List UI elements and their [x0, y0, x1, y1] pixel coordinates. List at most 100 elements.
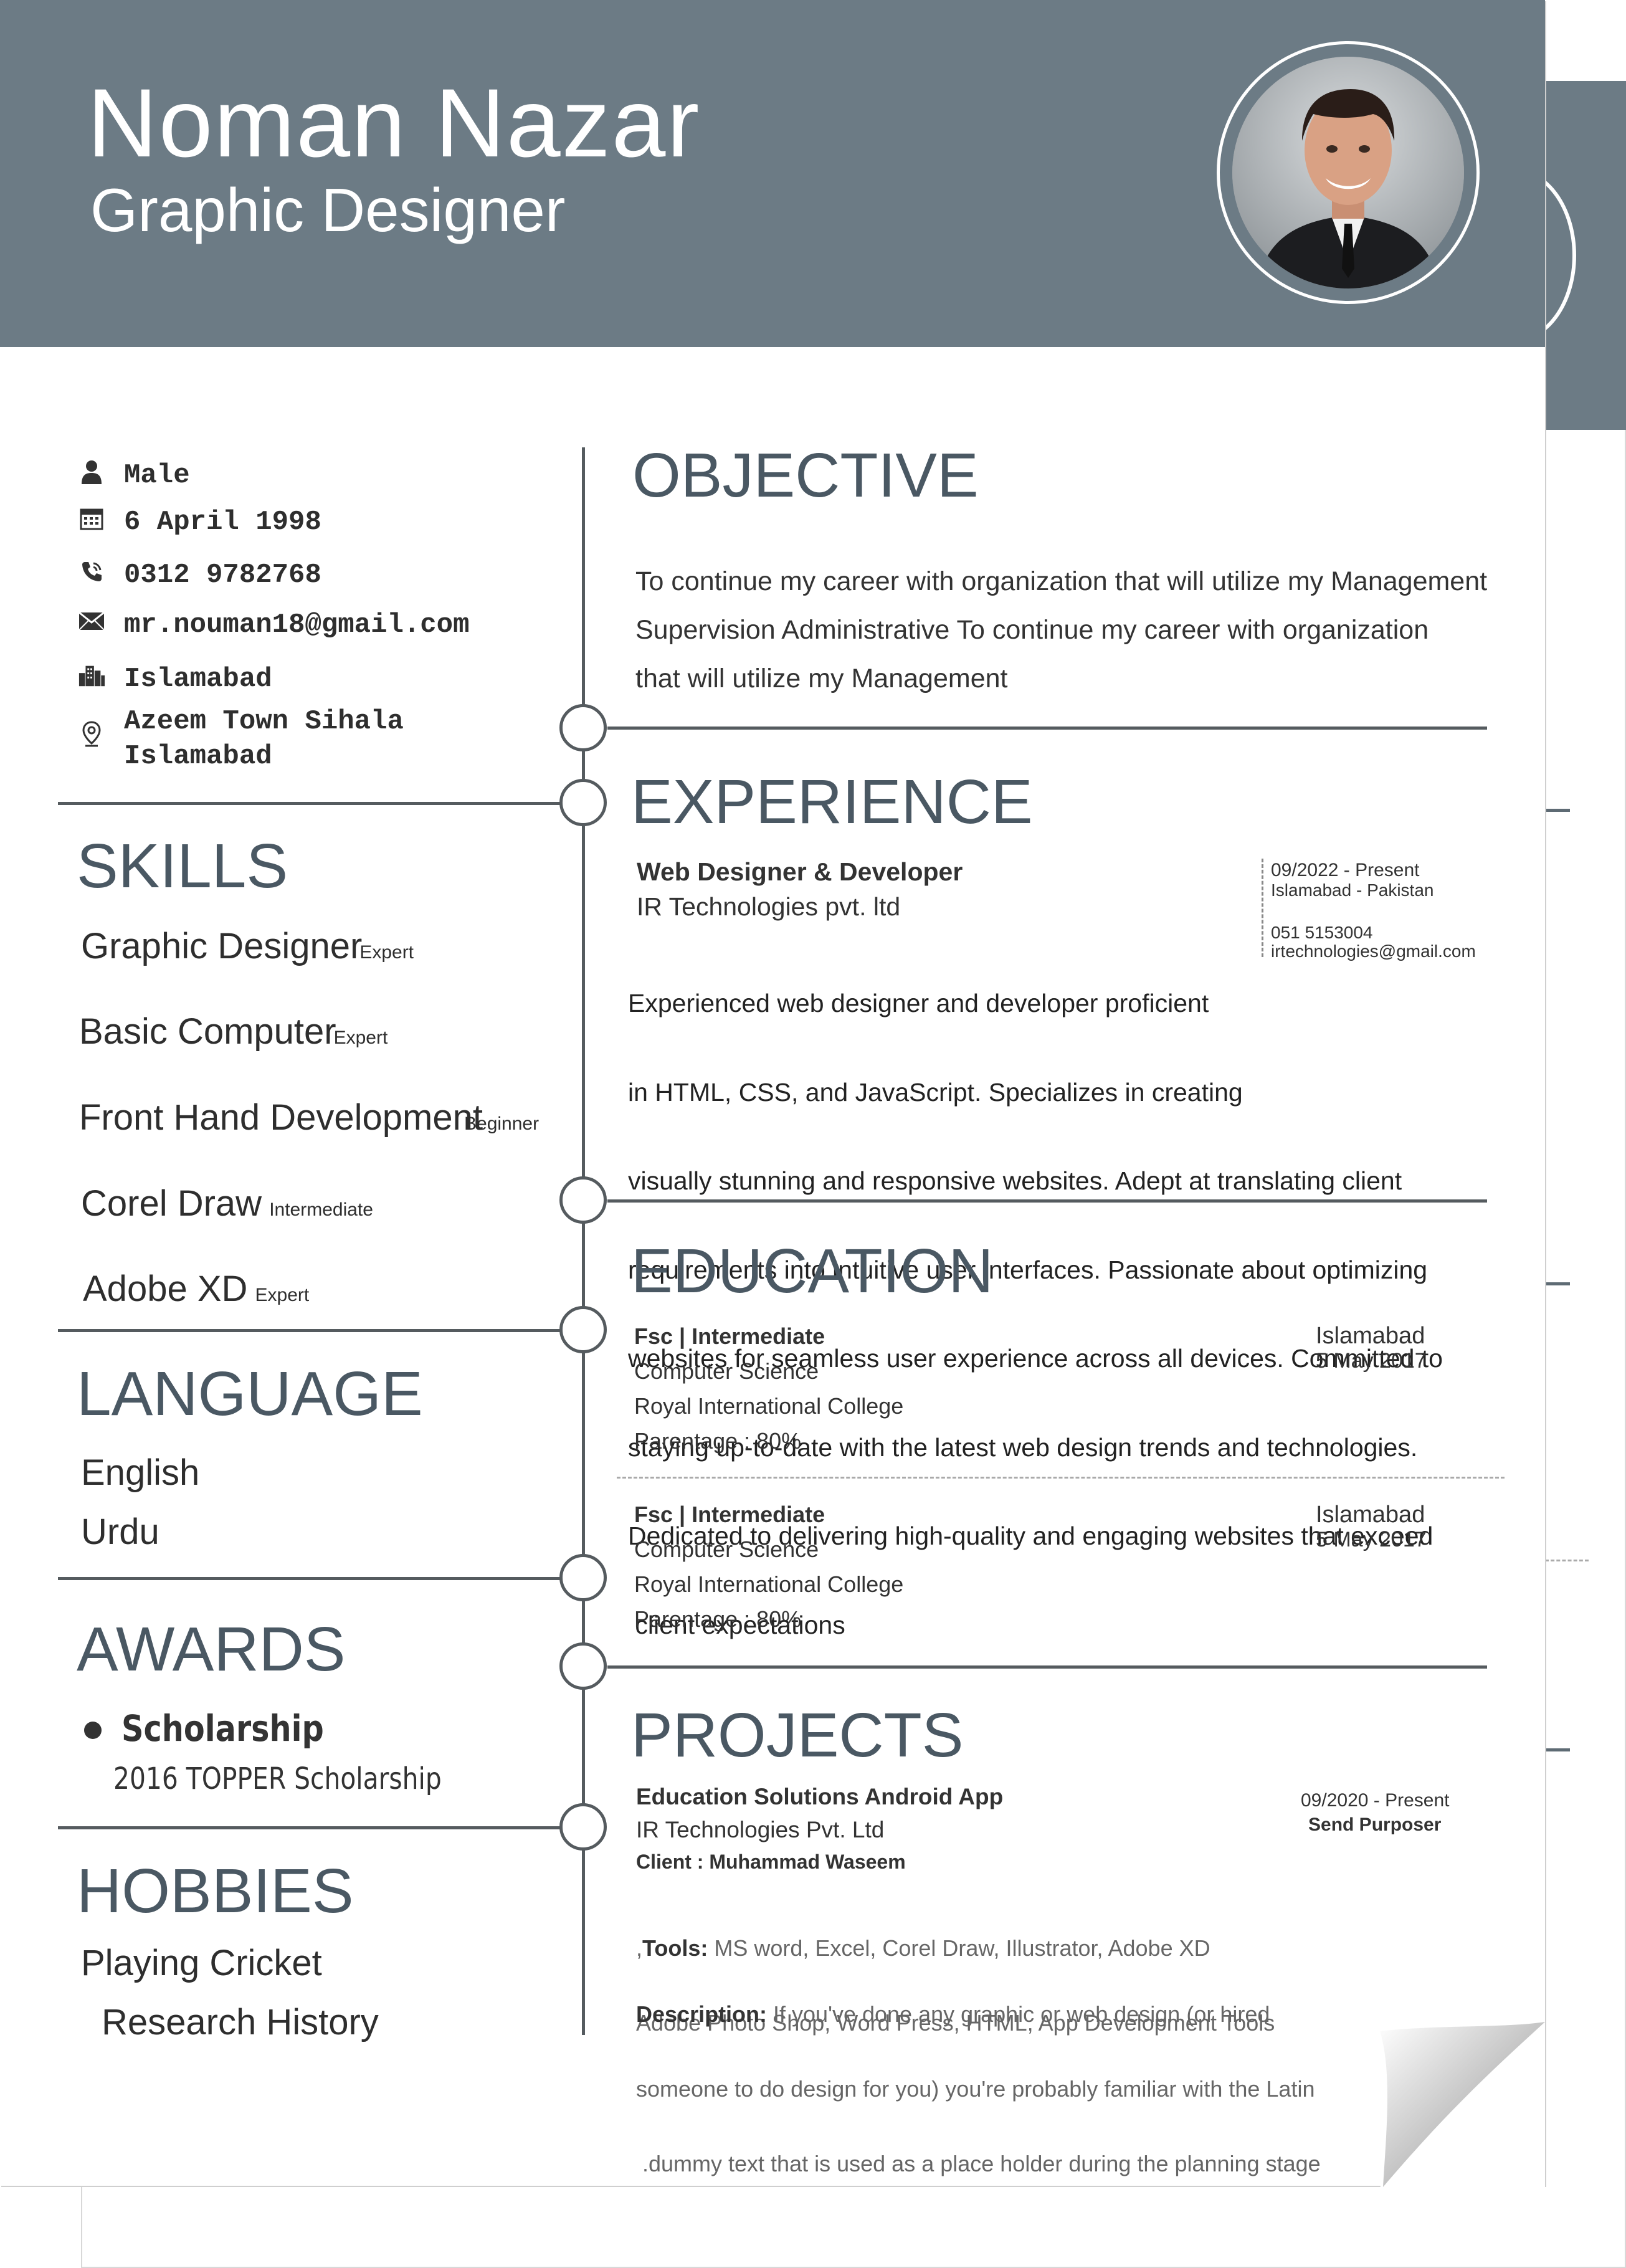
dob-text: 6 April 1998: [124, 507, 321, 538]
project-tools: ,Tools: MS word, Excel, Corel Draw, Illu…: [636, 1886, 1275, 2061]
education-city: Islamabad: [1316, 1502, 1425, 1528]
description-line: Dedicated to delivering high-quality and…: [628, 1522, 1433, 1550]
education-entry: Fsc | Intermediate Computer Science Roya…: [634, 1497, 903, 1637]
description-label: Description:: [636, 2001, 768, 2027]
skill-name: Adobe XD: [83, 1269, 248, 1309]
education-score: Parentage : 80%: [634, 1428, 802, 1454]
phone-text: 0312 9782768: [124, 560, 321, 591]
objective-text: To continue my career with organization …: [635, 557, 1487, 703]
timeline-node: [559, 1554, 607, 1601]
tools-line-1: MS word, Excel, Corel Draw, Illustrator,…: [708, 1935, 1210, 1961]
education-divider: [607, 1665, 1487, 1669]
language-item: Urdu: [81, 1512, 159, 1552]
awards-heading: AWARDS: [77, 1614, 346, 1684]
job-title: Web Designer & Developer: [637, 857, 963, 886]
education-date: 5 May 2017: [1316, 1528, 1427, 1551]
profile-photo: [1232, 57, 1464, 288]
objective-heading: OBJECTIVE: [632, 441, 979, 510]
skill-name: Graphic Designer: [81, 926, 363, 966]
description-line: .dummy text that is used as a place hold…: [642, 2151, 1321, 2176]
project-company: IR Technologies Pvt. Ltd: [636, 1817, 885, 1842]
education-degree: Fsc | Intermediate: [634, 1323, 825, 1349]
user-icon: [78, 458, 105, 485]
objective-line: Supervision Administrative To continue m…: [635, 615, 1429, 645]
timeline-node: [559, 1176, 607, 1224]
photo-ring: [1217, 41, 1480, 304]
experience-email: irtechnologies@gmail.com: [1271, 941, 1476, 961]
objective-line: that will utilize my Management: [635, 664, 1008, 693]
language-top-divider: [58, 1329, 584, 1332]
timeline-line: [582, 447, 585, 2035]
contact-dob: 6 April 1998: [78, 505, 321, 540]
award-detail: 2016 TOPPER Scholarship: [113, 1761, 442, 1796]
skill-item: Basic ComputerExpert: [79, 1014, 387, 1050]
education-field: Computer Science: [634, 1358, 819, 1384]
calendar-icon: [78, 505, 105, 532]
objective-line: To continue my career with organization …: [635, 566, 1488, 596]
description-line: requirements into intuitive user interfa…: [628, 1255, 1428, 1284]
skill-level: Expert: [333, 1027, 388, 1048]
building-icon: [78, 662, 105, 689]
experience-location: Islamabad - Pakistan: [1271, 880, 1434, 900]
education-separator: [617, 1477, 1505, 1479]
objective-divider: [607, 727, 1487, 730]
education-degree: Fsc | Intermediate: [634, 1502, 825, 1527]
back-sheet-dashed-rule: [1545, 1560, 1589, 1561]
education-heading: EDUCATION: [631, 1236, 994, 1306]
description-line: staying up-to-date with the latest web d…: [628, 1432, 1418, 1462]
project-description: Description: If you've done any graphic …: [636, 1952, 1321, 2201]
contact-gender: Male: [78, 458, 190, 493]
experience-description: Experienced web designer and developer p…: [628, 930, 1443, 1670]
skills-top-divider: [58, 802, 584, 805]
hobbies-top-divider: [58, 1826, 584, 1829]
contact-city: Islamabad: [78, 662, 272, 697]
page-curl: [1380, 2022, 1545, 2187]
education-date: 5 May 2017: [1316, 1349, 1427, 1373]
timeline-node: [559, 1306, 607, 1353]
description-line: in HTML, CSS, and JavaScript. Specialize…: [628, 1077, 1243, 1107]
education-city: Islamabad: [1316, 1323, 1425, 1349]
skill-level: Intermediate: [269, 1199, 373, 1220]
skill-item: Graphic DesignerExpert: [81, 928, 414, 965]
skill-item: Front Hand DevelopmentBeginner: [79, 1100, 539, 1136]
education-school: Royal International College: [634, 1393, 904, 1419]
description-line: someone to do design for you) you're pro…: [636, 2076, 1315, 2102]
hobby-item: Playing Cricket: [81, 1943, 322, 1983]
address-line-2: Islamabad: [124, 741, 272, 772]
description-line: visually stunning and responsive website…: [628, 1166, 1402, 1195]
project-status: Send Purposer: [1308, 1814, 1442, 1835]
skill-item: Corel Draw Intermediate: [81, 1186, 373, 1222]
skill-item: Adobe XD Expert: [83, 1271, 309, 1307]
experience-meta-divider: [1262, 859, 1263, 957]
contact-phone: 0312 9782768: [78, 558, 321, 593]
skill-name: Corel Draw: [81, 1183, 262, 1224]
description-line: websites for seamless user experience ac…: [628, 1344, 1443, 1373]
company-name: IR Technologies pvt. ltd: [637, 892, 901, 921]
phone-icon: [78, 558, 105, 585]
bullet-icon: [84, 1722, 102, 1739]
timeline-node: [559, 1803, 607, 1851]
location-pin-icon: [78, 720, 105, 748]
timeline-node: [559, 779, 607, 826]
timeline-node: [559, 704, 607, 751]
tools-label: Tools:: [642, 1935, 708, 1961]
project-name: Education Solutions Android App: [636, 1784, 1004, 1809]
tools-line-2: Adobe Photo Shop, Word Press, HTML, App …: [636, 2010, 1275, 2036]
description-line: Experienced web designer and developer p…: [628, 989, 1209, 1017]
experience-heading: EXPERIENCE: [631, 767, 1033, 837]
hobbies-heading: HOBBIES: [77, 1856, 354, 1926]
candidate-name: Noman Nazar: [87, 69, 701, 178]
skill-name: Front Hand Development: [79, 1097, 483, 1138]
awards-top-divider: [58, 1577, 584, 1580]
email-text: mr.nouman18@gmail.com: [124, 609, 470, 641]
description-line: client expectations: [628, 1610, 845, 1639]
address-line-1: Azeem Town Sihala: [124, 706, 404, 737]
mail-icon: [78, 608, 105, 635]
back-sheet-rule: [1545, 1748, 1570, 1751]
language-heading: LANGUAGE: [77, 1359, 423, 1429]
contact-email: mr.nouman18@gmail.com: [78, 608, 470, 642]
education-field: Computer Science: [634, 1537, 819, 1562]
skill-level: Expert: [359, 942, 414, 963]
experience-period: 09/2022 - Present: [1271, 860, 1420, 880]
back-sheet-rule: [1545, 1282, 1570, 1285]
